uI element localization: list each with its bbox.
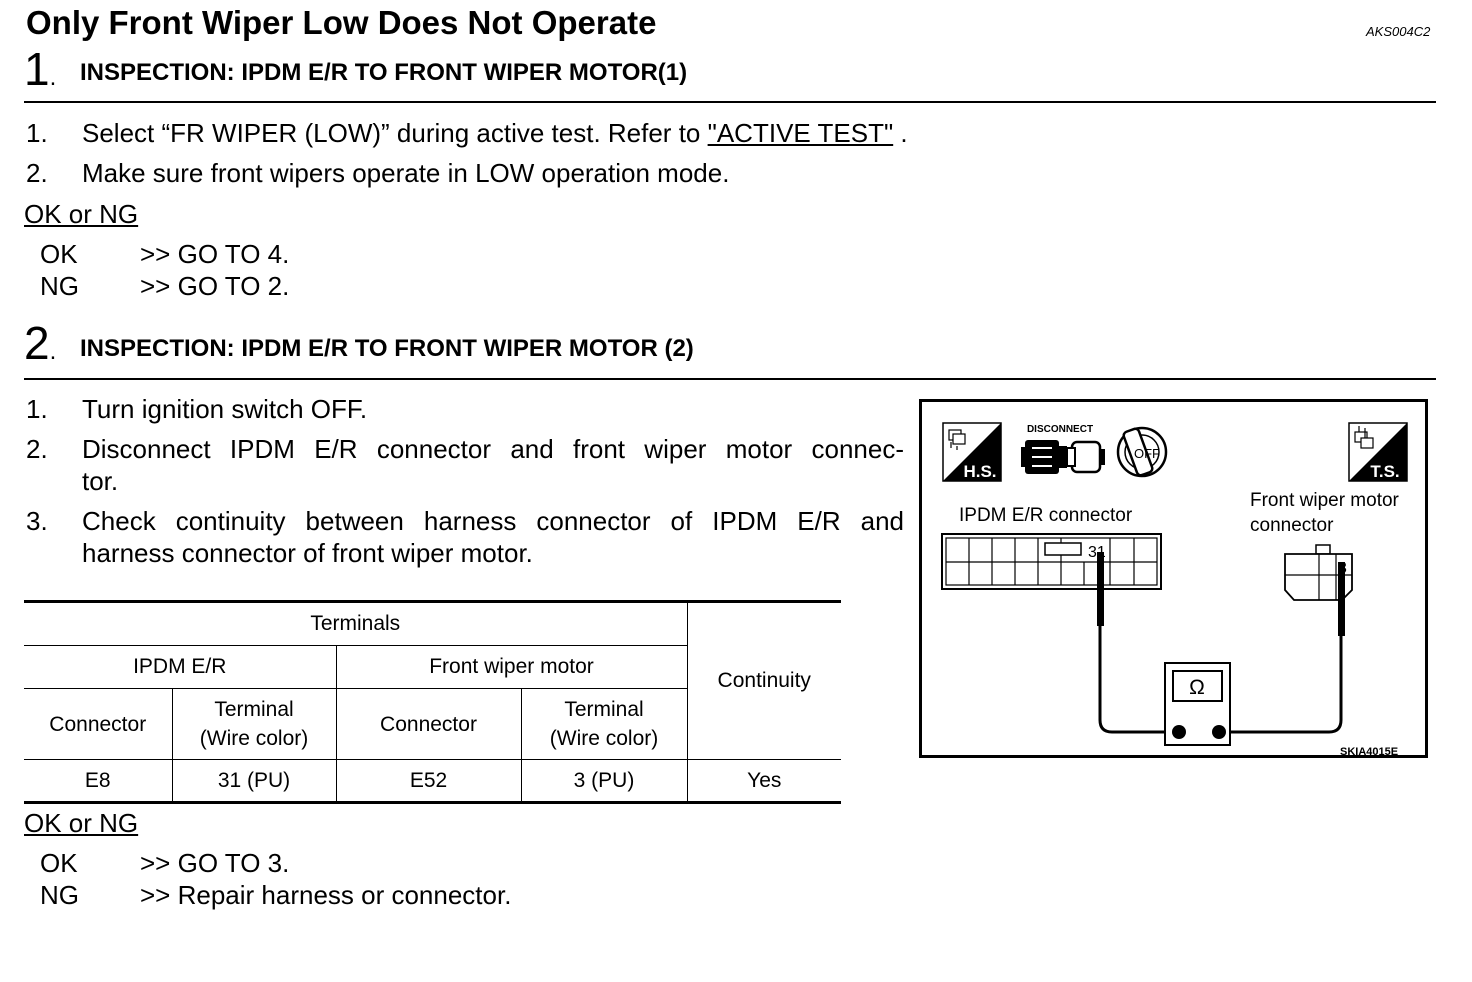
list-number: 3. <box>26 506 48 536</box>
step-1-ng-result: >> GO TO 2. <box>140 271 290 301</box>
motor-connector-label-line1: Front wiper motor <box>1250 490 1400 511</box>
hs-label: H.S. <box>963 462 996 481</box>
step-2-instructions: 1. Turn ignition switch OFF. 2. Disconne… <box>26 393 906 573</box>
terminals-header: Terminals <box>24 601 688 646</box>
continuity-table: Terminals Continuity IPDM E/R Front wipe… <box>24 600 841 804</box>
list-text: Make sure front wipers operate in LOW op… <box>82 158 730 188</box>
list-text-line1: Check continuity between harness connect… <box>82 506 904 536</box>
step-1-ok-label: OK <box>40 239 78 269</box>
harness-side-icon: H.S. <box>942 422 1002 482</box>
step-1-ng-label: NG <box>40 271 79 301</box>
list-number: 2. <box>26 158 48 188</box>
table-cell: Yes <box>686 759 841 803</box>
motor-probe <box>1338 562 1345 636</box>
list-text-line2: tor. <box>82 466 119 496</box>
wiring-diagram: H.S. DISCONNECT OFF <box>919 399 1428 758</box>
step-2-ng-result: >> Repair harness or connector. <box>140 880 512 910</box>
list-item: 3. Check continuity between harness conn… <box>26 505 906 569</box>
connector-header: Connector <box>335 688 522 760</box>
wiring-diagram-svg: H.S. DISCONNECT OFF <box>941 422 1408 755</box>
step-2-number: 2. <box>24 317 57 369</box>
list-item: 1. Select “FR WIPER (LOW)” during active… <box>26 117 1026 149</box>
continuity-header: Continuity <box>686 601 841 760</box>
disconnect-icon: DISCONNECT <box>1021 424 1105 474</box>
motor-connector-label-line2: connector <box>1250 515 1334 536</box>
step-2-title: INSPECTION: IPDM E/R TO FRONT WIPER MOTO… <box>80 335 694 362</box>
step-1-ok-ng-label: OK or NG <box>24 199 139 229</box>
instruction-text-end: . <box>893 118 908 148</box>
instruction-text: Select “FR WIPER (LOW)” during active te… <box>82 118 708 148</box>
ipdm-connector: 31 <box>941 533 1162 590</box>
step-1-title: INSPECTION: IPDM E/R TO FRONT WIPER MOTO… <box>80 59 688 86</box>
motor-header: Front wiper motor <box>335 645 688 689</box>
ipdm-probe-wire <box>1098 626 1179 734</box>
step-2-ng-label: NG <box>40 880 79 910</box>
table-cell: E8 <box>24 759 173 803</box>
terminal-side-icon: T.S. <box>1348 422 1408 482</box>
list-number: 1. <box>26 394 48 424</box>
ignition-off-icon: OFF <box>1116 426 1168 478</box>
step-2-divider <box>24 378 1436 380</box>
table-header-row: IPDM E/R Front wiper motor <box>24 645 841 689</box>
list-item: 1. Turn ignition switch OFF. <box>26 393 906 425</box>
list-item: 2. Make sure front wipers operate in LOW… <box>26 157 1026 189</box>
list-number: 2. <box>26 434 48 464</box>
table-header-row: Terminals Continuity <box>24 601 841 760</box>
ipdm-header: IPDM E/R <box>24 645 337 689</box>
disconnect-label: DISCONNECT <box>1027 424 1093 435</box>
ohm-symbol: Ω <box>1189 676 1205 699</box>
ohmmeter: Ω <box>1164 662 1231 746</box>
table-cell: E52 <box>335 759 522 803</box>
page-title: Only Front Wiper Low Does Not Operate <box>26 4 657 41</box>
step-1-instructions: 1. Select “FR WIPER (LOW)” during active… <box>26 117 1026 188</box>
table-cell: 31 (PU) <box>171 759 337 803</box>
active-test-link[interactable]: "ACTIVE TEST" <box>707 118 894 148</box>
list-item: 2. Disconnect IPDM E/R connector and fro… <box>26 433 906 497</box>
terminal-header: Terminal(Wire color) <box>520 688 688 760</box>
table-row: E8 31 (PU) E52 3 (PU) Yes <box>24 759 841 803</box>
step-2-ok-result: >> GO TO 3. <box>140 848 290 878</box>
step-1-ok-result: >> GO TO 4. <box>140 239 290 269</box>
motor-probe-wire <box>1219 636 1343 734</box>
document-id: AKS004C2 <box>1366 24 1431 39</box>
list-text-line2: harness connector of front wiper motor. <box>82 538 533 568</box>
step-1-number: 1. <box>24 43 57 95</box>
figure-id: SKIA4015E <box>1340 746 1398 755</box>
ts-label: T.S. <box>1370 462 1399 481</box>
step-1-divider <box>24 101 1436 103</box>
list-number: 1. <box>26 118 48 148</box>
step-2-ok-label: OK <box>40 848 78 878</box>
terminal-header: Terminal(Wire color) <box>171 688 337 760</box>
list-text: Turn ignition switch OFF. <box>82 394 368 424</box>
list-text-line1: Disconnect IPDM E/R connector and front … <box>82 434 904 464</box>
ipdm-connector-label: IPDM E/R connector <box>959 505 1133 526</box>
connector-header: Connector <box>24 688 173 760</box>
ipdm-probe <box>1097 552 1104 626</box>
step-2-ok-ng-label: OK or NG <box>24 808 139 838</box>
list-text: Select “FR WIPER (LOW)” during active te… <box>82 117 908 149</box>
table-cell: 3 (PU) <box>520 759 688 803</box>
off-label: OFF <box>1134 446 1160 461</box>
